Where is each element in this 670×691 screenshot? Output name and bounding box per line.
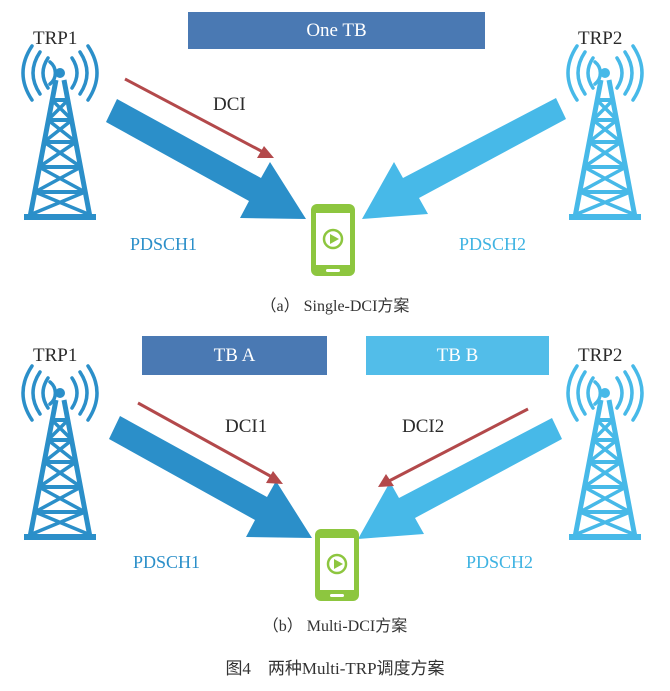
banner-tb-b-label: TB B — [436, 344, 479, 366]
pdsch1-arrow — [109, 416, 312, 538]
dci1-arrow — [137, 401, 273, 479]
dci2-arrow-head — [378, 474, 394, 487]
pdsch1-arrow — [106, 99, 306, 219]
dci2-label: DCI2 — [402, 416, 445, 437]
banner-one-tb: One TB — [188, 12, 485, 49]
figure-caption: 图4 两种Multi-TRP调度方案 — [225, 659, 445, 678]
pdsch2-label: PDSCH2 — [459, 234, 527, 254]
tower-icon — [568, 46, 642, 217]
banner-tb-b: TB B — [366, 336, 549, 375]
trp1-label: TRP1 — [33, 28, 78, 49]
banner-tb-a: TB A — [142, 336, 327, 375]
pdsch1-label: PDSCH1 — [133, 552, 201, 572]
dci2-arrow — [388, 407, 529, 483]
dci1-arrow-head — [266, 471, 283, 484]
pdsch1-label: PDSCH1 — [130, 234, 198, 254]
tower-icon — [23, 366, 97, 537]
trp1-label: TRP1 — [33, 345, 78, 366]
dci-arrow — [124, 77, 264, 154]
pdsch2-arrow — [362, 98, 566, 219]
dci1-label: DCI1 — [225, 416, 268, 437]
caption-b: （b） Multi-DCI方案 — [262, 618, 408, 635]
phone-play-icon — [309, 202, 357, 278]
tower-icon — [23, 46, 97, 217]
trp2-label: TRP2 — [578, 345, 623, 366]
banner-one-tb-label: One TB — [306, 19, 367, 41]
caption-a: （a） Single-DCI方案 — [260, 298, 410, 315]
tower-icon — [568, 366, 642, 537]
dci-arrow-head — [257, 146, 274, 158]
phone-play-icon — [313, 527, 361, 603]
pdsch2-arrow — [358, 418, 562, 539]
banner-tb-a-label: TB A — [213, 344, 256, 366]
pdsch2-label: PDSCH2 — [466, 552, 534, 572]
trp2-label: TRP2 — [578, 28, 623, 49]
dci-label: DCI — [213, 94, 246, 115]
